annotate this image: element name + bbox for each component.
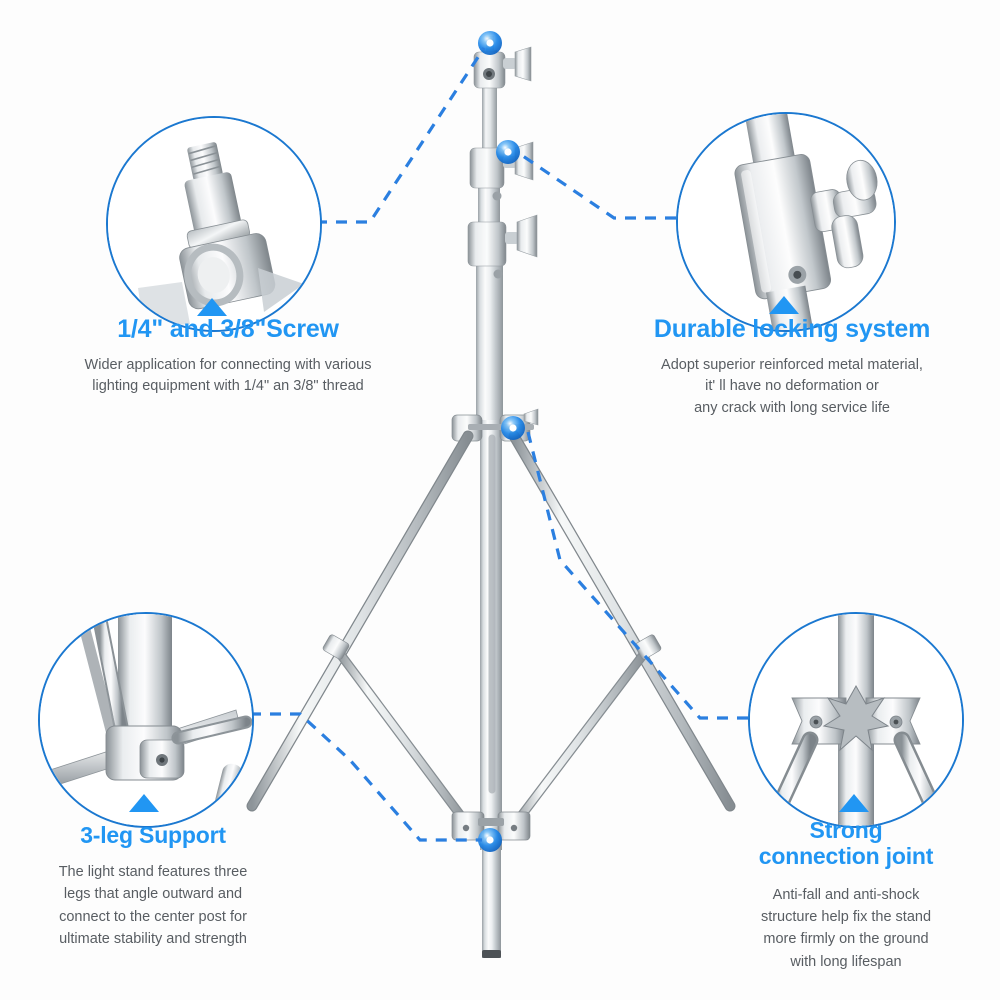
callout-locking-title: Durable locking system: [653, 315, 931, 343]
arrow-up-icon-legs: [129, 794, 159, 812]
leg-hub-collar: [451, 408, 539, 442]
callout-legs-title: 3-leg Support: [80, 822, 226, 848]
circle-photo-legs[interactable]: [38, 612, 254, 828]
arrow-up-icon-joint: [839, 794, 869, 812]
callout-joint-body: Anti-fall and anti-shock structure help …: [760, 886, 932, 970]
lower-connection-collar: [451, 811, 531, 841]
callout-screw-title: 1/4" and 3/8"Screw: [117, 315, 339, 343]
leader-screw: [316, 47, 486, 224]
arrow-up-icon-locking: [769, 296, 799, 314]
arrow-up-icon-screw: [197, 298, 227, 316]
locking-knob-top: [473, 46, 532, 89]
callout-screw: 1/4" and 3/8"Screw Wider application for…: [18, 315, 438, 398]
product-markers: [478, 31, 525, 852]
locking-knob-middle: [469, 141, 534, 201]
circle-photo-locking[interactable]: [676, 112, 896, 332]
circle-photo-joint[interactable]: [748, 612, 964, 828]
callout-legs-body: The light stand features three legs that…: [58, 863, 248, 948]
leader-joint: [526, 431, 748, 720]
tripod-cross-braces: [333, 646, 651, 833]
brace-pivot-right: [634, 634, 662, 660]
circle-photo-screw[interactable]: [106, 116, 322, 332]
callout-locking: Durable locking system Adopt superior re…: [592, 315, 992, 419]
brace-pivot-left: [322, 634, 350, 660]
leader-locking: [519, 152, 676, 220]
locking-knob-lower: [467, 214, 538, 279]
callout-legs: 3-leg Support The light stand features t…: [8, 822, 298, 951]
tripod-legs: [246, 430, 736, 812]
leader-legs: [250, 712, 482, 842]
center-column: [476, 36, 503, 958]
callout-locking-body: Adopt superior reinforced metal material…: [661, 357, 923, 416]
callout-screw-body: Wider application for connecting with va…: [84, 357, 372, 395]
callout-joint-title: Strong connection joint: [758, 817, 934, 869]
callout-joint: Strong connection joint Anti-fall and an…: [700, 817, 992, 973]
